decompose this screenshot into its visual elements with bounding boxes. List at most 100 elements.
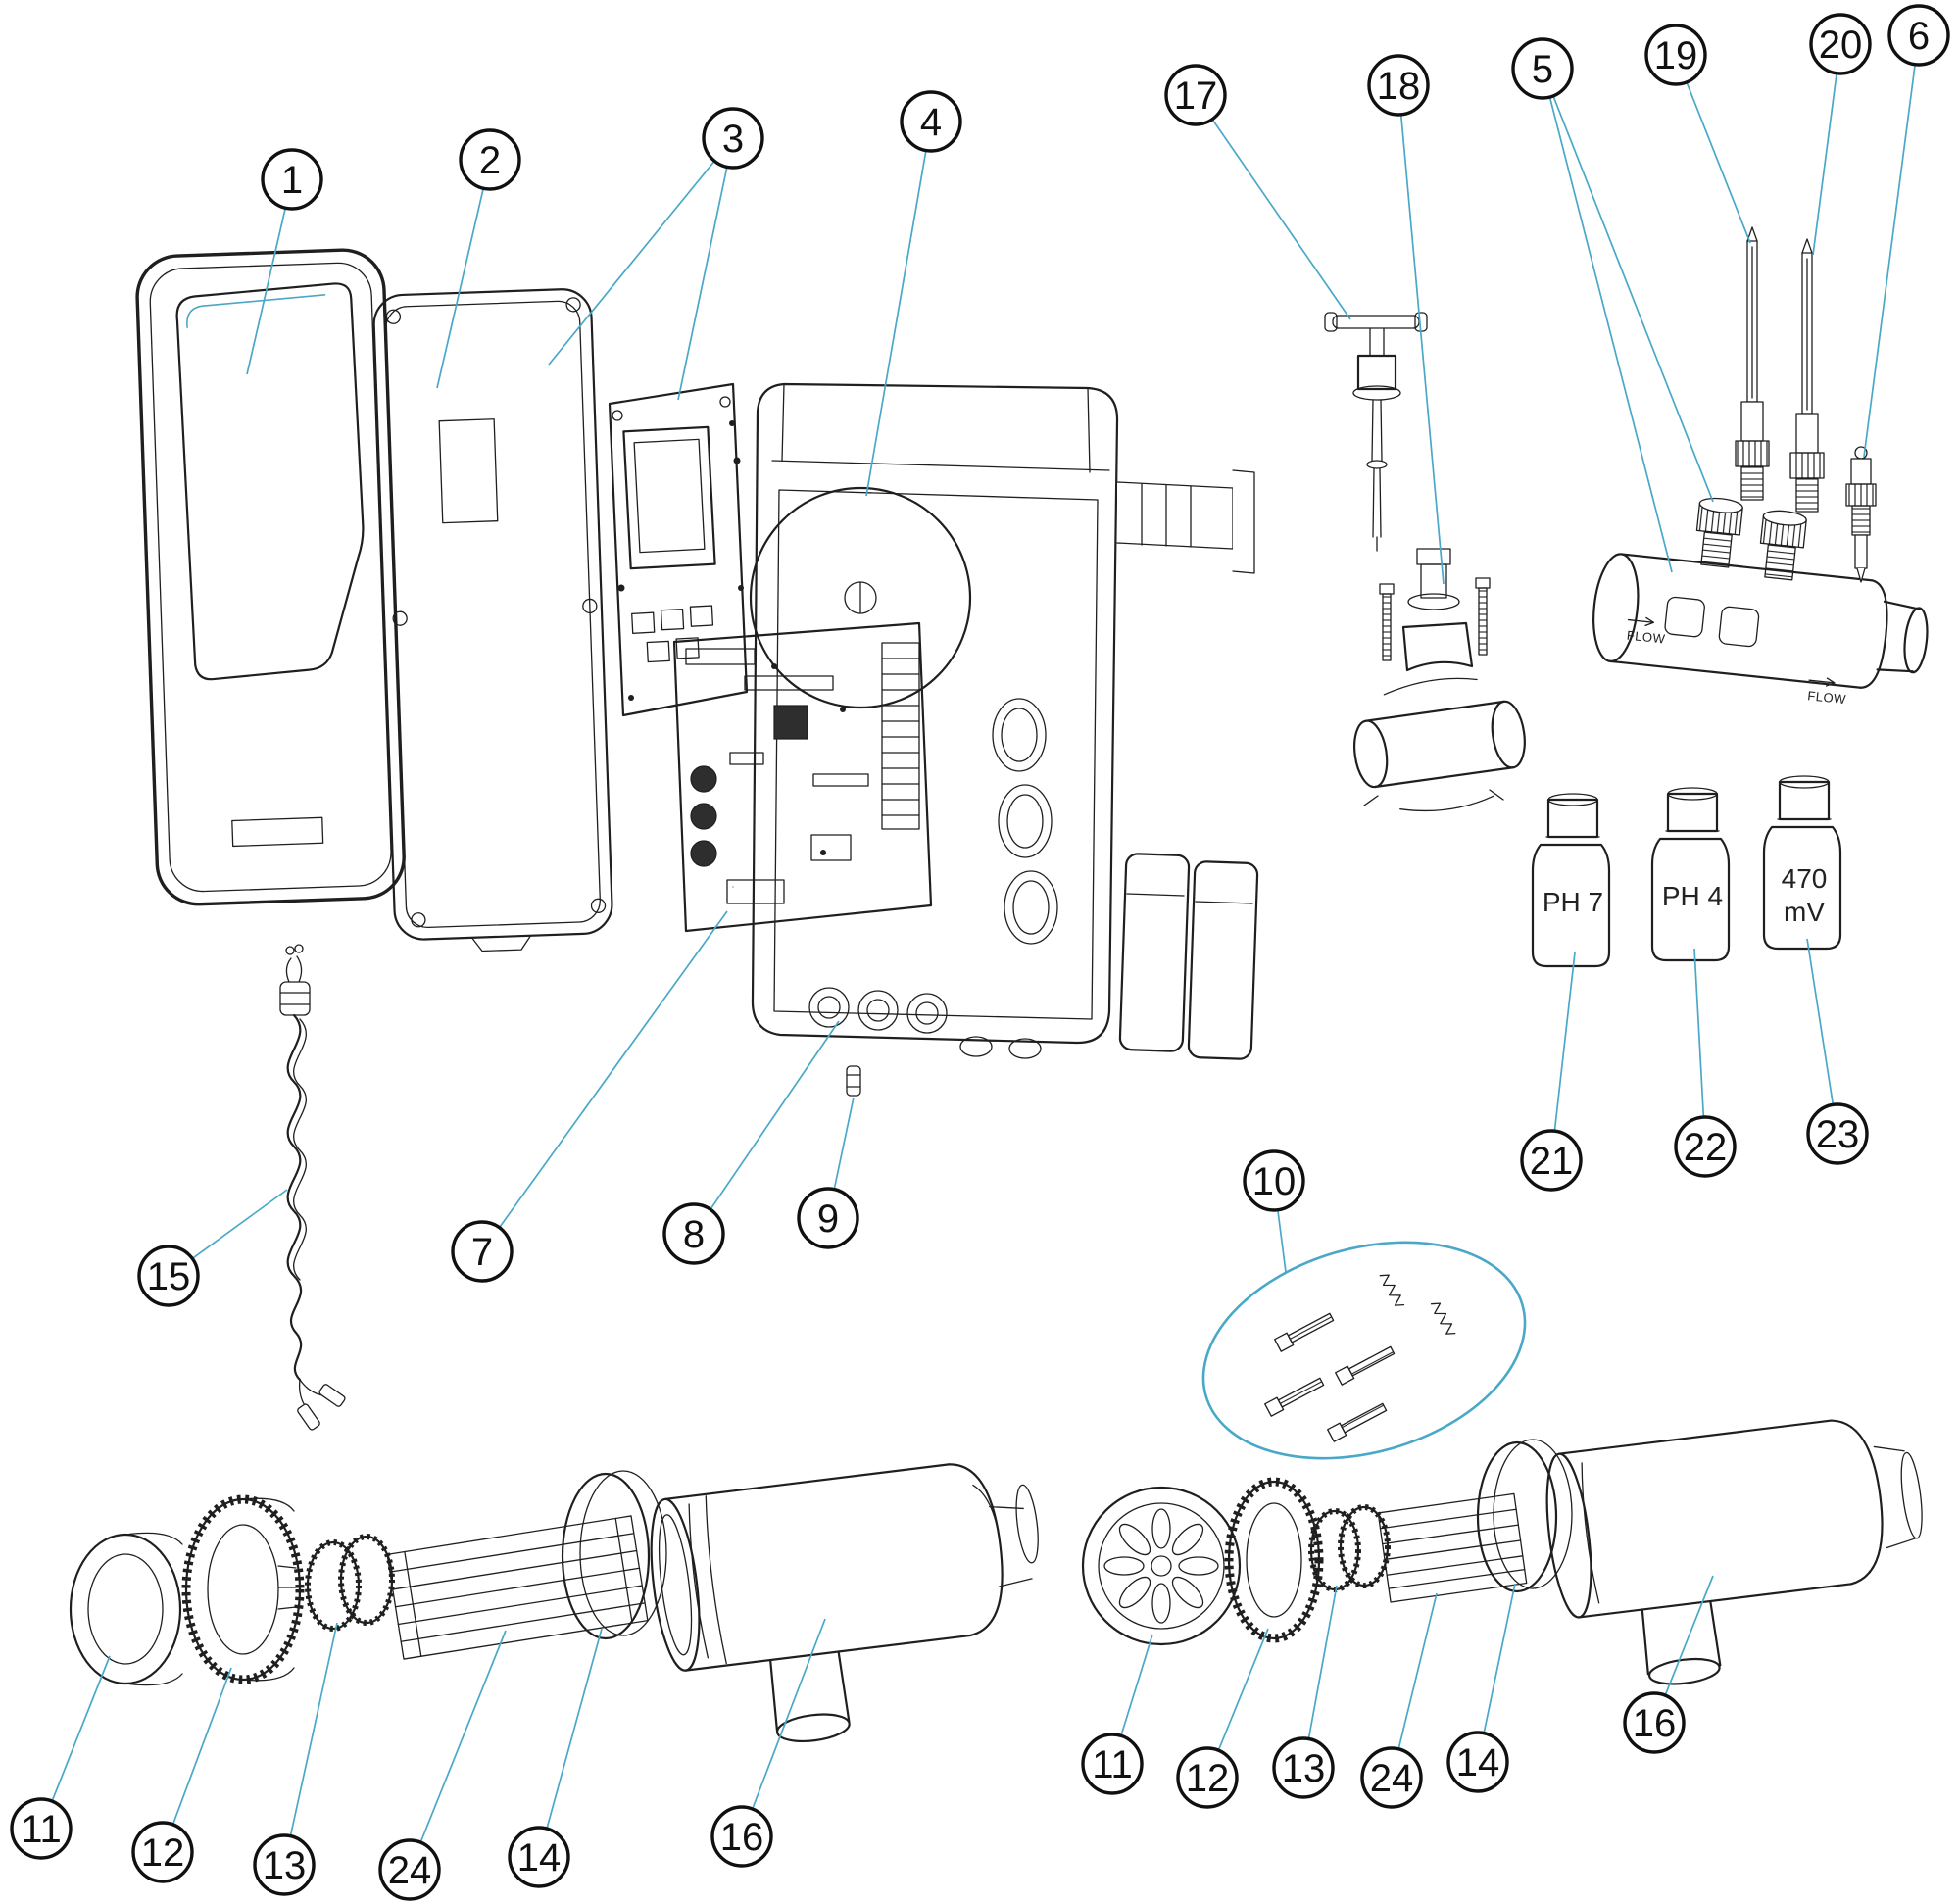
callout-4: 4	[900, 90, 962, 153]
flow-label: FLOW	[1807, 688, 1847, 707]
leader-line-14	[538, 1628, 603, 1858]
leader-line-8	[693, 1020, 840, 1235]
callout-number-21: 21	[1530, 1140, 1574, 1183]
callout-number-6: 6	[1908, 15, 1930, 58]
callout-circle-3	[702, 107, 764, 170]
leader-line-5	[1542, 68, 1714, 503]
callout-number-13: 13	[263, 1844, 307, 1887]
part-3-display-board	[608, 382, 749, 717]
bottle-label-470: 470	[1782, 863, 1828, 894]
callout-number-13: 13	[1282, 1747, 1326, 1790]
callout-circle-12	[1176, 1746, 1239, 1809]
callout-number-5: 5	[1532, 48, 1553, 91]
assembly-cell-exploded-left	[69, 1463, 1039, 1742]
part-6-sensor	[1845, 446, 1877, 583]
callout-19: 19	[1644, 24, 1707, 86]
leader-line-13	[283, 1622, 338, 1866]
callout-circle-5	[1511, 37, 1574, 100]
callout-number-8: 8	[683, 1213, 705, 1256]
callout-circle-13	[1272, 1736, 1335, 1799]
callout-number-11: 11	[1092, 1743, 1133, 1786]
leader-line-19	[1675, 54, 1751, 244]
leader-line-7	[481, 910, 728, 1252]
flow-arrow-left: FLOW	[1626, 616, 1666, 647]
callout-11: 11	[1081, 1733, 1144, 1795]
part-24-electrode-plates-right	[1377, 1492, 1528, 1603]
part-18-clamp-saddle	[1353, 548, 1526, 812]
callout-11: 11	[10, 1797, 73, 1860]
leader-line-16	[741, 1618, 826, 1837]
callout-24: 24	[378, 1838, 441, 1901]
callout-number-3: 3	[722, 118, 744, 161]
bottle-label-mv: mV	[1784, 897, 1825, 927]
callout-22: 22	[1674, 1115, 1737, 1178]
part-17-injection-valve	[1324, 312, 1428, 552]
callout-circle-15	[137, 1245, 200, 1307]
flow-label: FLOW	[1626, 628, 1666, 647]
part-14-clamp-ring	[561, 1470, 667, 1640]
part-5-flow-cell-manifold: FLOW FLOW	[1592, 497, 1929, 707]
callout-10: 10	[1243, 1149, 1305, 1212]
leader-line-24	[409, 1630, 507, 1871]
part-19-electrode	[1735, 226, 1770, 501]
leader-line-18	[1397, 84, 1445, 585]
callout-circle-4	[900, 90, 962, 153]
part-14-clamp-ring-right	[1476, 1439, 1573, 1593]
callout-circle-10	[1243, 1149, 1305, 1212]
part-1-front-cover	[135, 248, 406, 906]
leader-line-5	[1542, 68, 1673, 573]
part-11-end-cap-right	[1081, 1486, 1242, 1646]
callout-15: 15	[137, 1245, 200, 1307]
part-11-end-cap	[69, 1532, 183, 1686]
callout-number-24: 24	[388, 1849, 432, 1892]
callout-number-19: 19	[1654, 34, 1698, 77]
leader-line-20	[1812, 43, 1841, 256]
callout-1: 1	[261, 148, 323, 211]
part-16-cell-housing-right	[1545, 1419, 1923, 1685]
callout-number-14: 14	[517, 1836, 562, 1880]
callout-circle-23	[1806, 1102, 1869, 1165]
part-20-electrode	[1789, 238, 1825, 513]
callout-number-4: 4	[920, 101, 942, 144]
leader-line-1	[246, 178, 293, 375]
leader-line-22	[1693, 948, 1706, 1147]
callout-circle-14	[508, 1826, 570, 1888]
callout-21: 21	[1520, 1129, 1583, 1192]
callout-number-7: 7	[471, 1231, 493, 1274]
callout-circle-9	[797, 1187, 859, 1249]
part-16-cell-housing	[650, 1463, 1039, 1742]
callout-12: 12	[131, 1821, 194, 1883]
callout-circle-20	[1809, 13, 1872, 75]
part-9-fuse	[846, 1065, 861, 1097]
callout-number-16: 16	[1633, 1702, 1677, 1745]
assembly-cell-exploded-right	[1081, 1419, 1923, 1685]
callout-13: 13	[1272, 1736, 1335, 1799]
callout-number-2: 2	[479, 139, 501, 182]
cable-spool-circle	[749, 486, 972, 709]
part-12-lock-ring	[181, 1494, 305, 1684]
callout-circle-22	[1674, 1115, 1737, 1178]
callout-number-23: 23	[1816, 1113, 1860, 1156]
part-22-bottle-ph4: PH 4	[1650, 787, 1731, 962]
callout-number-20: 20	[1819, 24, 1863, 67]
callout-circle-14	[1446, 1731, 1509, 1793]
callout-circle-19	[1644, 24, 1707, 86]
callout-number-12: 12	[1186, 1757, 1230, 1800]
callout-number-10: 10	[1252, 1160, 1297, 1203]
leader-line-2	[436, 159, 491, 389]
callout-number-9: 9	[817, 1197, 839, 1241]
callout-16: 16	[1623, 1691, 1686, 1754]
callout-12: 12	[1176, 1746, 1239, 1809]
terminal-strip	[881, 642, 920, 830]
callout-14: 14	[508, 1826, 570, 1888]
callout-13: 13	[253, 1833, 316, 1896]
bottle-label-ph4: PH 4	[1662, 881, 1723, 911]
leader-line-4	[865, 121, 932, 497]
callout-7: 7	[451, 1220, 514, 1283]
part-13-electrode-connector	[277, 1534, 395, 1632]
part-23-bottle-470mv: 470 mV	[1762, 775, 1842, 951]
callout-number-17: 17	[1174, 74, 1218, 118]
callout-number-12: 12	[141, 1831, 185, 1875]
